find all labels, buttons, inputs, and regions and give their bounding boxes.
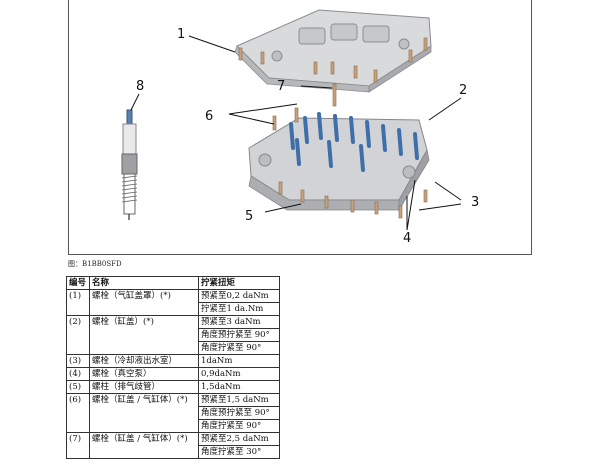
callout-2: 2 [459,83,467,98]
row-id: (7) [66,432,90,459]
row-name: 螺栓（缸盖 / 气缸体）(*) [89,393,199,433]
row-name: 螺栓（气缸盖罩）(*) [89,289,199,316]
row-id: (6) [66,393,90,433]
table-row: (2) 螺栓（缸盖）(*) 预紧至3 daNm [66,315,280,355]
callout-3: 3 [471,195,479,210]
table-row: (1) 螺栓（气缸盖罩）(*) 预紧至0,2 daNm [66,289,280,316]
row-torque: 预紧至1,5 daNm [198,393,280,407]
row-torque: 角度预拧紧至 90° [198,328,280,342]
row-id: (1) [66,289,90,316]
row-name: 螺栓（缸盖）(*) [89,315,199,355]
header-name: 名称 [89,276,199,290]
row-name: 螺柱（排气歧管） [89,380,199,394]
row-torque: 预紧至3 daNm [198,315,280,329]
table-row: (6) 螺栓（缸盖 / 气缸体）(*) 预紧至1,5 daNm [66,393,280,433]
callout-4: 4 [403,231,411,246]
header-torque: 拧紧扭矩 [198,276,280,290]
table-row: (5) 螺柱（排气歧管） 1,5daNm [66,380,280,394]
row-torque: 1daNm [198,354,280,368]
figure-frame: 1 2 3 4 5 6 7 8 [68,0,532,255]
row-torque: 预紧至2,5 daNm [198,432,280,446]
cylinder-head [248,83,430,219]
row-id: (4) [66,367,90,381]
row-name: 螺栓（真空泵） [89,367,199,381]
row-torque: 预紧至0,2 daNm [198,289,280,303]
row-torque: 角度拧紧至 30° [198,445,280,459]
cylinder-head-cover [234,9,432,93]
figure-caption: 图：B1BB0SFD [68,260,122,268]
table-row: (3) 螺栓（冷却液出水室） 1daNm [66,354,280,368]
row-torque: 角度拧紧至 90° [198,341,280,355]
table-row: (7) 螺栓（缸盖 / 气缸体）(*) 预紧至2,5 daNm [66,432,280,459]
spark-plug [121,109,138,220]
table-row: (4) 螺栓（真空泵） 0,9daNm [66,367,280,381]
row-name: 螺栓（缸盖 / 气缸体）(*) [89,432,199,459]
row-id: (5) [66,380,90,394]
table-header-row: 编号 名称 拧紧扭矩 [66,276,280,290]
callout-7: 7 [277,79,285,94]
row-id: (2) [66,315,90,355]
table-row: 角度拧紧至 30° [67,445,280,459]
callout-1: 1 [177,27,185,42]
row-torque: 角度拧紧至 90° [198,419,280,433]
callout-5: 5 [245,209,253,224]
row-torque: 0,9daNm [198,367,280,381]
callout-8: 8 [136,79,144,94]
row-torque: 角度预拧紧至 90° [198,406,280,420]
header-id: 编号 [66,276,90,290]
torque-spec-table: 编号 名称 拧紧扭矩 (1) 螺栓（气缸盖罩）(*) 预紧至0,2 daNm 拧… [66,276,280,459]
row-torque: 1,5daNm [198,380,280,394]
row-torque: 拧紧至1 da.Nm [198,302,280,316]
engine-diagram: 1 2 3 4 5 6 7 8 [121,9,479,246]
row-name: 螺栓（冷却液出水室） [89,354,199,368]
callout-6: 6 [205,109,213,124]
row-id: (3) [66,354,90,368]
